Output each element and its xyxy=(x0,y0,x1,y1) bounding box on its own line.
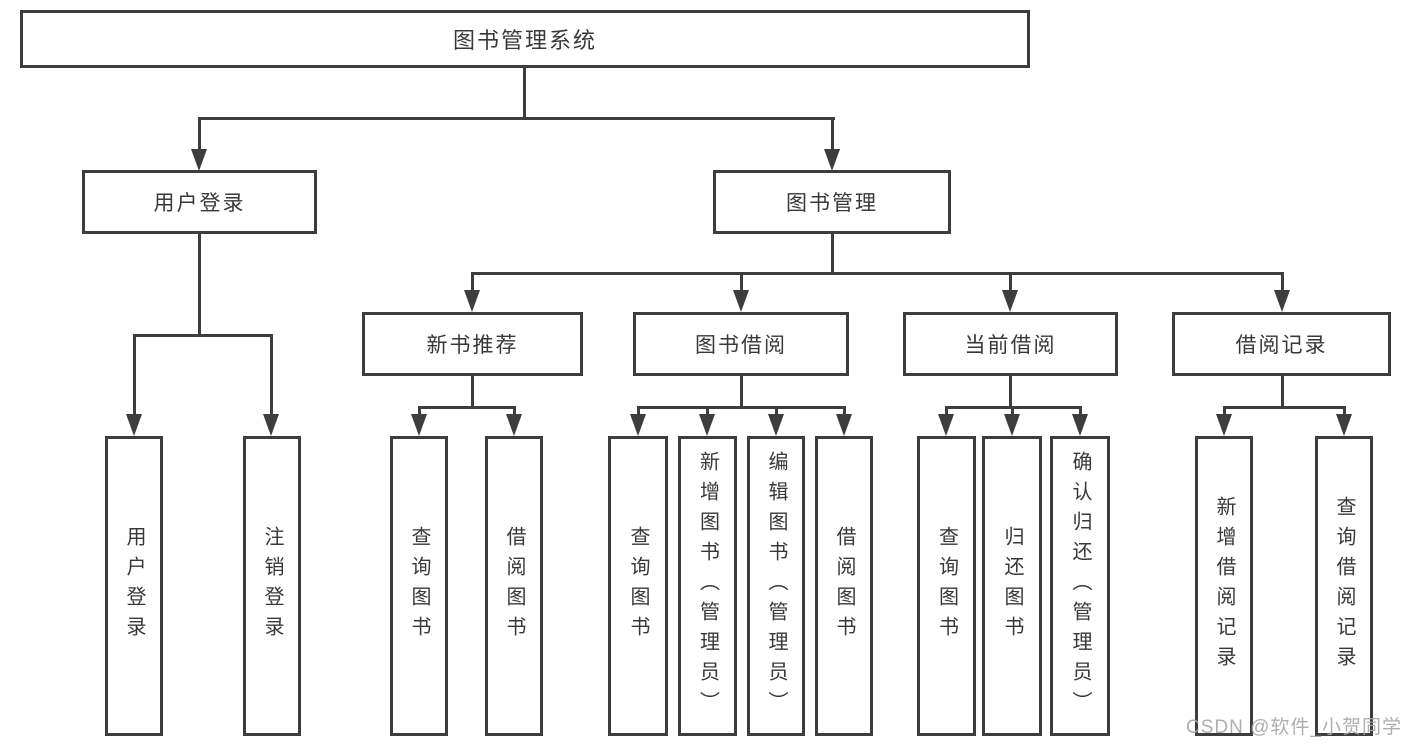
node-new-books-label: 新书推荐 xyxy=(426,334,519,357)
node-new-books: 新书推荐 xyxy=(362,312,583,376)
leaf-return-books: 归还图书 xyxy=(982,436,1042,736)
node-book-borrow-label: 图书借阅 xyxy=(695,334,787,357)
connector-drop xyxy=(706,406,709,416)
arrow-down xyxy=(824,149,840,171)
arrow-down xyxy=(263,414,279,436)
connector-book-borrow-bar xyxy=(637,406,846,409)
arrow-down xyxy=(1336,414,1352,436)
leaf-query-books-3: 查询图书 xyxy=(917,436,976,736)
connector-drop xyxy=(1343,406,1346,416)
leaf-query-books-2: 查询图书 xyxy=(608,436,668,736)
leaf-label: 注销登录 xyxy=(261,526,283,646)
node-root: 图书管理系统 xyxy=(20,10,1030,68)
leaf-borrow-books-1: 借阅图书 xyxy=(485,436,543,736)
node-user-login: 用户登录 xyxy=(82,170,317,234)
connector-drop-leaf-logout xyxy=(270,334,273,416)
leaf-label: 新增图书（管理员） xyxy=(696,451,719,721)
connector-drop-user-login xyxy=(198,117,201,151)
connector-drop xyxy=(843,406,846,416)
connector-current-borrow-stub xyxy=(1009,375,1012,409)
arrow-down xyxy=(1274,290,1290,312)
node-root-label: 图书管理系统 xyxy=(452,28,597,53)
connector-book-mgmt-stub xyxy=(831,233,834,275)
connector-level3-bar xyxy=(471,272,1283,275)
leaf-label: 用户登录 xyxy=(123,526,145,646)
connector-root-stub xyxy=(523,66,526,119)
connector-level2-bar xyxy=(198,117,835,120)
leaf-borrow-books-2: 借阅图书 xyxy=(815,436,873,736)
leaf-label: 查询图书 xyxy=(935,526,958,646)
arrow-down xyxy=(126,414,142,436)
leaf-edit-books-admin: 编辑图书（管理员） xyxy=(747,436,805,736)
arrow-down xyxy=(411,414,427,436)
connector-drop xyxy=(418,406,421,416)
leaf-label: 查询借阅记录 xyxy=(1333,496,1355,676)
leaf-logout: 注销登录 xyxy=(243,436,301,736)
connector-drop xyxy=(513,406,516,416)
connector-drop-new-books xyxy=(471,272,474,292)
connector-user-login-stub xyxy=(198,233,201,337)
connector-borrow-records-stub xyxy=(1281,375,1284,409)
connector-book-borrow-stub xyxy=(740,375,743,409)
arrow-down xyxy=(630,414,646,436)
arrow-down xyxy=(191,149,207,171)
arrow-down xyxy=(1002,290,1018,312)
connector-drop xyxy=(945,406,948,416)
connector-new-books-bar xyxy=(418,406,516,409)
arrow-down xyxy=(1216,414,1232,436)
csdn-watermark: CSDN @软件_小贺同学 xyxy=(1186,717,1402,738)
node-current-borrow-label: 当前借阅 xyxy=(964,334,1057,357)
leaf-label: 编辑图书（管理员） xyxy=(765,451,787,721)
arrow-down xyxy=(938,414,954,436)
arrow-down xyxy=(1072,414,1088,436)
node-current-borrow: 当前借阅 xyxy=(903,312,1118,376)
arrow-down xyxy=(506,414,522,436)
leaf-add-books-admin: 新增图书（管理员） xyxy=(678,436,737,736)
leaf-label: 借阅图书 xyxy=(503,526,525,646)
node-book-mgmt: 图书管理 xyxy=(713,170,951,234)
connector-drop xyxy=(775,406,778,416)
node-borrow-records: 借阅记录 xyxy=(1172,312,1391,376)
leaf-label: 确认归还（管理员） xyxy=(1069,451,1091,721)
connector-drop-current-borrow xyxy=(1009,272,1012,292)
connector-new-books-stub xyxy=(471,375,474,409)
leaf-query-borrow-record: 查询借阅记录 xyxy=(1315,436,1373,736)
connector-borrow-records-bar xyxy=(1223,406,1346,409)
node-user-login-label: 用户登录 xyxy=(153,192,246,215)
node-book-borrow: 图书借阅 xyxy=(633,312,849,376)
leaf-add-borrow-record: 新增借阅记录 xyxy=(1195,436,1253,736)
connector-drop-book-mgmt xyxy=(831,117,834,151)
arrow-down xyxy=(836,414,852,436)
connector-drop-book-borrow xyxy=(740,272,743,292)
leaf-label: 新增借阅记录 xyxy=(1213,496,1235,676)
connector-drop xyxy=(1079,406,1082,416)
leaf-label: 借阅图书 xyxy=(833,526,855,646)
leaf-label: 查询图书 xyxy=(627,526,649,646)
arrow-down xyxy=(1004,414,1020,436)
arrow-down xyxy=(464,290,480,312)
connector-drop-borrow-records xyxy=(1281,272,1284,292)
leaf-label: 归还图书 xyxy=(1001,526,1023,646)
arrow-down xyxy=(768,414,784,436)
leaf-confirm-return-admin: 确认归还（管理员） xyxy=(1050,436,1110,736)
connector-drop xyxy=(1223,406,1226,416)
leaf-label: 查询图书 xyxy=(408,526,430,646)
node-book-mgmt-label: 图书管理 xyxy=(786,192,878,215)
connector-drop xyxy=(1011,406,1014,416)
connector-drop-leaf-login xyxy=(133,334,136,416)
connector-drop xyxy=(637,406,640,416)
arrow-down xyxy=(733,290,749,312)
arrow-down xyxy=(699,414,715,436)
node-borrow-records-label: 借阅记录 xyxy=(1235,334,1328,357)
leaf-user-login: 用户登录 xyxy=(105,436,163,736)
leaf-query-books-1: 查询图书 xyxy=(390,436,448,736)
connector-user-login-bar xyxy=(133,334,273,337)
